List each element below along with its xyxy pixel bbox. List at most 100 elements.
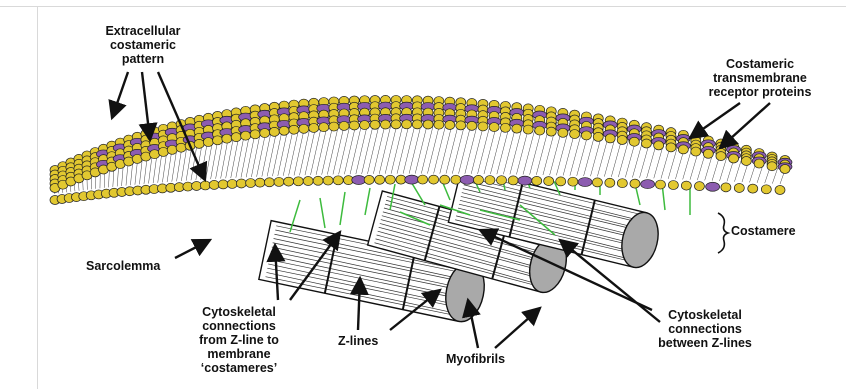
transmembrane-protein: [706, 182, 720, 191]
sarcolemma-drawing: [50, 95, 792, 204]
lipid-head: [734, 183, 744, 192]
lipid-head: [535, 126, 545, 135]
lipid-head: [375, 175, 385, 184]
lipid-head: [605, 178, 615, 187]
cytoskeletal-connection: [320, 198, 325, 228]
costamere-brace: [718, 213, 728, 253]
lipid-head: [209, 180, 219, 189]
lipid-head: [748, 184, 758, 193]
lipid-head: [691, 147, 701, 156]
lipid-head: [360, 121, 370, 130]
lipid-head: [309, 123, 319, 132]
pointer-arrow: [112, 72, 128, 118]
lipid-head: [617, 179, 627, 188]
transmembrane-protein: [578, 178, 592, 187]
transmembrane-protein: [460, 175, 474, 184]
lipid-head: [339, 121, 349, 130]
lipid-head: [222, 134, 232, 143]
lipid-head: [630, 179, 640, 188]
lipid-head: [231, 133, 241, 142]
lipid-head: [194, 139, 204, 148]
lipid-head: [279, 126, 289, 135]
lipid-head: [218, 180, 228, 189]
lipid-head: [681, 181, 691, 190]
lipid-head: [329, 122, 339, 131]
lipid-head: [158, 147, 168, 156]
label-receptor-proteins: Costameric transmembrane receptor protei…: [690, 57, 830, 99]
label-sarcolemma: Sarcolemma: [86, 259, 160, 273]
label-extracellular-pattern: Extracellular costameric pattern: [88, 24, 198, 66]
pointer-arrow: [720, 103, 770, 148]
label-cytoskeletal-zline-membrane: Cytoskeletal connections from Z-line to …: [186, 305, 292, 375]
lipid-head: [227, 179, 237, 188]
lipid-head: [200, 181, 210, 190]
lipid-head: [767, 162, 777, 171]
lipid-head: [402, 120, 412, 129]
lipid-head: [467, 121, 477, 130]
lipid-head: [269, 127, 279, 136]
lipid-head: [451, 175, 461, 184]
lipid-head: [303, 177, 313, 186]
lipid-head: [299, 124, 309, 133]
lipid-head: [176, 143, 186, 152]
lipid-head: [629, 137, 639, 146]
pointer-arrow: [175, 240, 210, 258]
lipid-head: [654, 141, 664, 150]
lipid-head: [523, 125, 533, 134]
transmembrane-protein: [405, 175, 419, 184]
lipid-head: [485, 176, 495, 185]
lipid-head: [319, 123, 329, 132]
lipid-head: [694, 182, 704, 191]
lipid-head: [570, 130, 580, 139]
cytoskeletal-connection: [340, 192, 345, 225]
transmembrane-protein: [352, 176, 366, 185]
lipid-head: [364, 175, 374, 184]
lipid-head: [473, 175, 483, 184]
lipid-head: [668, 181, 678, 190]
lipid-head: [703, 149, 713, 158]
lipid-head: [423, 120, 433, 129]
lipid-head: [349, 121, 359, 130]
lipid-head: [780, 165, 790, 174]
lipid-head: [721, 183, 731, 192]
lipid-head: [250, 130, 260, 139]
lipid-head: [370, 120, 380, 129]
lipid-head: [456, 121, 466, 130]
lipid-head: [496, 176, 506, 185]
lipid-head: [260, 129, 270, 138]
lipid-head: [775, 186, 785, 195]
lipid-head: [581, 131, 591, 140]
lipid-head: [391, 120, 401, 129]
lipid-head: [741, 156, 751, 165]
lipid-head: [385, 175, 395, 184]
lipid-head: [605, 134, 615, 143]
lipid-head: [754, 159, 764, 168]
lipid-head: [418, 175, 428, 184]
lipid-head: [150, 150, 160, 159]
lipid-head: [412, 120, 422, 129]
lipid-head: [489, 123, 499, 132]
lipid-head: [236, 179, 246, 188]
lipid-head: [666, 143, 676, 152]
lipid-head: [546, 127, 556, 136]
lipid-head: [380, 120, 390, 129]
lipid-head: [655, 180, 665, 189]
lipid-head: [508, 176, 518, 185]
lipid-head: [274, 177, 284, 186]
label-z-lines: Z-lines: [338, 334, 378, 348]
lipid-head: [729, 154, 739, 163]
lipid-head: [716, 152, 726, 161]
lipid-head: [313, 176, 323, 185]
transmembrane-protein: [518, 176, 532, 185]
label-cytoskeletal-between-zlines: Cytoskeletal connections between Z-lines: [640, 308, 770, 350]
pointer-arrow: [495, 308, 540, 348]
lipid-head: [445, 121, 455, 130]
lipid-head: [440, 175, 450, 184]
lipid-head: [434, 120, 444, 129]
lipid-head: [592, 178, 602, 187]
lipid-head: [556, 177, 566, 186]
cytoskeletal-connection: [365, 188, 370, 215]
lipid-head: [558, 128, 568, 137]
lipid-head: [617, 136, 627, 145]
